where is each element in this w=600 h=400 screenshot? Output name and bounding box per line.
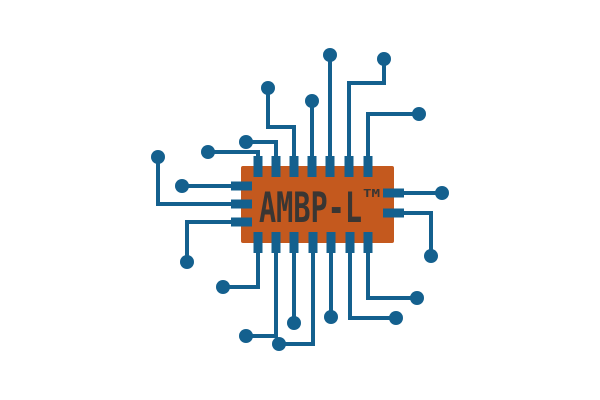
circuit-node-dot [305,94,319,108]
circuit-trace-bottom [348,243,396,320]
chip-body [241,166,394,243]
chip-pin-left [231,181,252,191]
chip-pin-top [325,156,335,177]
chip-pin-left [231,199,252,209]
circuit-node-dot [435,186,449,200]
chip-pin-bottom [345,232,355,253]
chip-pin-top [271,156,281,177]
circuit-trace-bottom [366,243,417,300]
circuit-node-dot [377,52,391,66]
circuit-trace-right [394,211,433,256]
chip-pin-bottom [308,232,318,253]
chip-pin-bottom [271,232,281,253]
circuit-node-dot [424,249,438,263]
chip-label-trademark: TM [363,187,380,200]
circuit-node-dot [389,311,403,325]
circuit-node-dot [180,255,194,269]
circuit-node-dot [412,107,426,121]
chip-pin-bottom [253,232,263,253]
chip-pin-right [383,188,404,198]
circuit-node-dot [324,310,338,324]
circuit-node-dot [272,337,286,351]
circuit-trace-top [347,59,386,166]
circuit-node-dot [216,280,230,294]
chip-pin-bottom [289,232,299,253]
chip-label: AMBP-L [259,183,362,232]
circuit-trace-left [185,220,241,262]
circuit-node-dot [239,329,253,343]
circuit-node-dot [410,291,424,305]
circuit-trace-top [266,88,296,166]
circuit-node-dot [323,48,337,62]
chip-pin-right [383,208,404,218]
circuit-trace-bottom [246,243,278,338]
circuit-trace-bottom [279,243,315,346]
chip-pin-top [253,156,263,177]
chip-pin-left [231,217,252,227]
circuit-node-dot [261,81,275,95]
circuit-node-dot [239,135,253,149]
chip-pin-top [363,156,373,177]
chip-pin-bottom [326,232,336,253]
chip-pin-top [344,156,354,177]
circuit-trace-top [366,112,419,166]
circuit-node-dot [201,145,215,159]
circuit-node-dot [175,179,189,193]
circuit-node-dot [287,316,301,330]
circuit-trace-left [156,157,241,206]
circuit-node-dot [151,150,165,164]
circuit-trace-bottom [223,243,260,289]
chip-pin-top [289,156,299,177]
chip-pin-top [307,156,317,177]
chip-pin-bottom [363,232,373,253]
